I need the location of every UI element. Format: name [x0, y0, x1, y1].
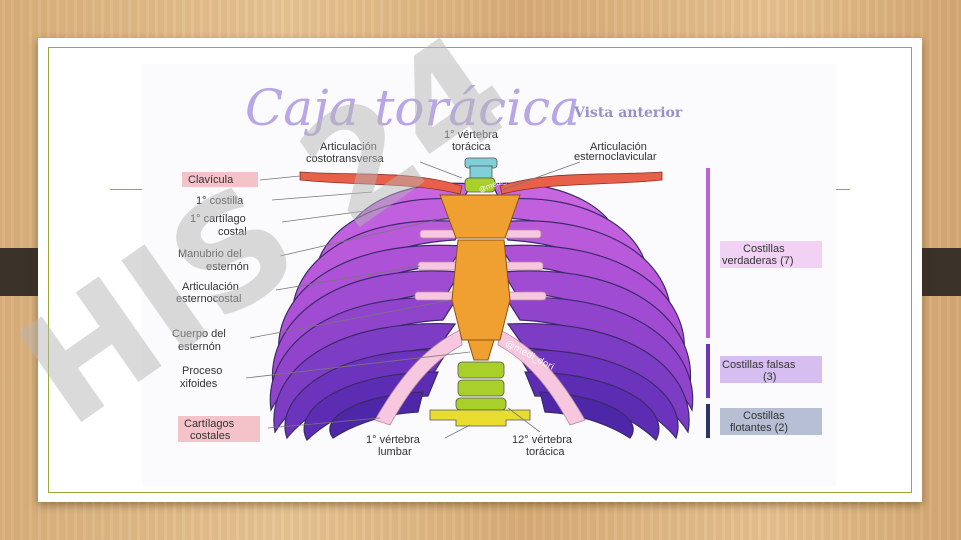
leader-manubrio — [279, 217, 446, 257]
leader-costilla1 — [271, 191, 373, 201]
verdaderas-label-bg — [720, 241, 822, 268]
flotantes-label-bg — [720, 408, 822, 435]
label-esternoclavicular-line1: Articulación — [590, 141, 647, 153]
leader-lumbar — [444, 424, 471, 439]
diagram-title: Caja torácica — [245, 79, 580, 137]
clavicula-label-bg — [182, 172, 258, 187]
falsas-bar — [706, 344, 710, 398]
label-esternoclavicular-line2: esternoclavicular — [574, 151, 657, 163]
cartilage-r-2 — [502, 229, 542, 239]
leader-costotransversa — [419, 161, 463, 179]
label-falsas-line1: Costillas falsas — [722, 359, 796, 371]
label-cuerpo-line2: esternón — [178, 341, 221, 353]
label-lumbar-line2: lumbar — [378, 446, 412, 458]
leader-cartilagos — [267, 417, 381, 429]
label-manubrio-line1: Manubrio del — [178, 248, 242, 260]
cartilagos-label-bg — [178, 416, 260, 442]
leader-xifoides — [245, 351, 471, 379]
manubrium — [439, 194, 521, 239]
vertebra-l1 — [429, 409, 531, 427]
label-costotransversa-line1: Articulación — [320, 141, 377, 153]
label-t12-line2: torácica — [526, 446, 565, 458]
label-t12-line1: 12° vértebra — [512, 434, 573, 446]
decor-line-left — [110, 189, 150, 190]
flotantes-bar — [706, 404, 710, 438]
leader-cartilago1 — [281, 209, 373, 223]
label-esternocostal-line2: esternocostal — [176, 293, 241, 305]
leader-esternocostal — [275, 265, 421, 291]
clavicles — [299, 171, 663, 195]
decor-line-right — [826, 189, 850, 190]
label-manubrio-line2: esternón — [206, 261, 249, 273]
clavicle-right — [499, 171, 663, 195]
label-cuerpo-line1: Cuerpo del — [172, 328, 226, 340]
diagram-subtitle: Vista anterior — [573, 105, 683, 121]
vertebra-t10 — [457, 361, 505, 379]
xiphoid-process — [467, 339, 495, 361]
sternum-body — [451, 239, 511, 341]
label-cartilagos-line1: Cartílagos — [184, 418, 235, 430]
leader-cuerpo — [249, 299, 453, 339]
label-cartilago1-line1: 1° cartílago — [190, 213, 246, 225]
cartilage-right — [497, 329, 586, 426]
label-lumbar-line1: 1° vértebra — [366, 434, 421, 446]
label-falsas-line2: (3) — [763, 371, 776, 383]
cartilage-r-3 — [502, 261, 544, 271]
label-flotantes-line1: Costillas — [743, 410, 785, 422]
cartilage-left — [374, 329, 463, 426]
label-costilla1: 1° costilla — [196, 195, 244, 207]
label-vert-t1-line2: torácica — [452, 141, 491, 153]
label-vert-t1-line1: 1° vértebra — [444, 129, 499, 141]
label-clavicula: Clavícula — [188, 174, 234, 186]
vertebra-t11 — [457, 379, 505, 397]
label-costotransversa-line2: costotransversa — [306, 153, 385, 165]
leader-lines — [245, 161, 581, 439]
label-flotantes-line2: flotantes (2) — [730, 422, 788, 434]
slide-frame — [48, 47, 912, 493]
label-esternocostal-line1: Articulación — [182, 281, 239, 293]
verdaderas-bar — [706, 168, 710, 338]
label-verdaderas-line2: verdaderas (7) — [722, 255, 794, 267]
leader-esternoclavicular — [501, 161, 581, 191]
label-cartilagos-line2: costales — [190, 430, 231, 442]
costal-cartilages — [374, 229, 586, 426]
sternum — [439, 194, 521, 361]
cartilage-l-2 — [419, 229, 459, 239]
vertebra-t2 — [464, 177, 496, 193]
leader-clavicula — [259, 175, 301, 181]
label-xifoides-line1: Proceso — [182, 365, 222, 377]
leader-t12 — [507, 407, 541, 433]
label-verdaderas-line1: Costillas — [743, 243, 785, 255]
clavicle-left — [299, 171, 463, 195]
vertebral-column — [429, 157, 531, 427]
label-xifoides-line2: xifoides — [180, 378, 218, 390]
cartilage-l-4 — [414, 291, 459, 301]
label-cartilago1-line2: costal — [218, 226, 247, 238]
falsas-label-bg — [720, 356, 822, 383]
vertebra-t12 — [455, 397, 507, 411]
cartilage-l-3 — [417, 261, 459, 271]
